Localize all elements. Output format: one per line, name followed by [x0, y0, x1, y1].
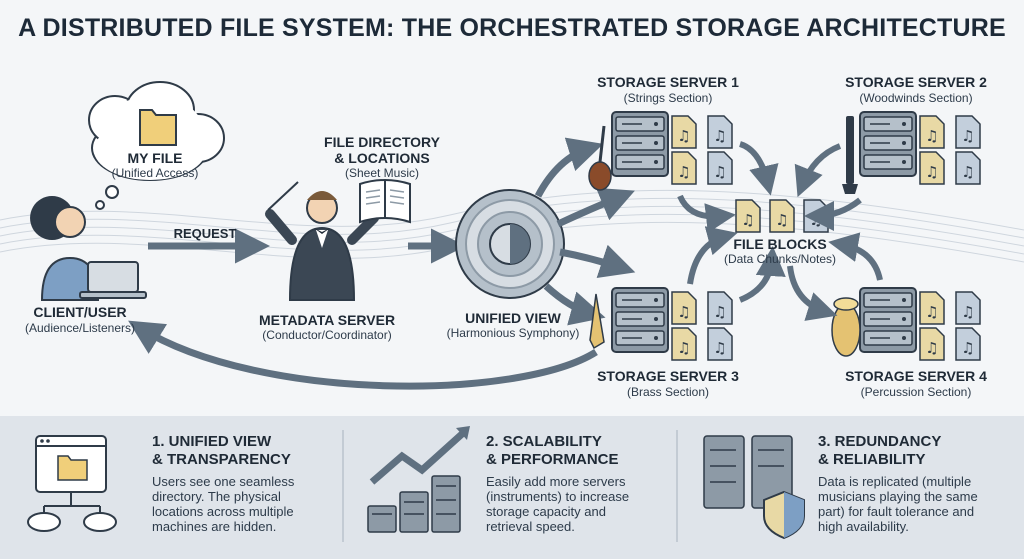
panel-2-title-line2: & PERFORMANCE: [486, 451, 619, 468]
arrow-to-server-1: [534, 137, 604, 198]
arrow-s3-blocks: [687, 226, 738, 285]
my-file-label: MY FILE: [127, 150, 183, 166]
panel-2-text-line4: retrieval speed.: [486, 519, 575, 534]
tuba-icon: [831, 297, 861, 357]
my-file-sub: (Unified Access): [111, 166, 199, 180]
arrow-to-server-3: [559, 244, 636, 278]
storage-server-1-label: STORAGE SERVER 1: [597, 74, 739, 90]
unified-view-label: UNIFIED VIEW: [465, 310, 561, 326]
panel-1-title-line2: & TRANSPARENCY: [152, 451, 291, 468]
clarinet-icon: [842, 116, 858, 194]
panel-3-text-line4: high availability.: [818, 519, 909, 534]
storage-server-3-label: STORAGE SERVER 3: [597, 368, 739, 384]
storage-server-1-icon: [611, 111, 733, 185]
arrow-s1-blocks-b: [738, 141, 779, 196]
sheet-music-book-icon: [359, 179, 411, 224]
unified-view-disk-icon: [455, 189, 565, 299]
panel-divider-2: [676, 430, 678, 542]
storage-server-2-icon: [859, 111, 981, 185]
storage-server-2-label: STORAGE SERVER 2: [845, 74, 987, 90]
growth-chart-servers-icon: [367, 426, 470, 533]
folder-icon: [139, 109, 177, 146]
directory-label-2: & LOCATIONS: [334, 150, 430, 166]
servers-shield-icon: [703, 435, 805, 540]
violin-icon: [588, 125, 612, 191]
arrow-s2-blocks: [794, 143, 842, 198]
panel-1-text-line1: Users see one seamless: [152, 474, 295, 489]
file-blocks-sub: (Data Chunks/Notes): [723, 252, 837, 266]
arrow-s4-blocks: [828, 232, 883, 281]
panel-3-text-line1: Data is replicated (multiple: [818, 474, 972, 489]
unified-view-sub: (Harmonious Symphony): [446, 326, 580, 340]
panel-3-text-line2: musicians playing the same: [818, 489, 978, 504]
arrow-blocks-s4: [787, 265, 838, 321]
conductor-icon: [265, 181, 379, 301]
arrow-s2-blocks-b: [804, 197, 862, 231]
file-blocks-icon: [735, 199, 829, 233]
panel-1-title-line1: 1. UNIFIED VIEW: [152, 433, 272, 450]
storage-server-1-sub: (Strings Section): [623, 91, 713, 105]
arrow-to-server-1b: [556, 187, 635, 228]
client-label: CLIENT/USER: [33, 304, 127, 320]
arrow-s3-blocks-b: [738, 246, 786, 303]
panel-2-text-line3: storage capacity and: [486, 504, 606, 519]
panel-1-text-line2: directory. The physical: [152, 489, 281, 504]
storage-server-3-icon: [611, 287, 733, 361]
storage-server-4-label: STORAGE SERVER 4: [845, 368, 987, 384]
client-sub: (Audience/Listeners): [24, 321, 136, 335]
storage-server-4-icon: [859, 287, 981, 361]
metadata-server-label: METADATA SERVER: [258, 312, 396, 328]
storage-server-4-sub: (Percussion Section): [860, 385, 972, 399]
page-title: A DISTRIBUTED FILE SYSTEM: THE ORCHESTRA…: [18, 14, 1006, 42]
file-blocks-label: FILE BLOCKS: [733, 236, 827, 252]
panel-1-text-line4: machines are hidden.: [152, 519, 277, 534]
client-user-icon: [30, 196, 147, 301]
return-arrow: [128, 320, 598, 390]
directory-label-1: FILE DIRECTORY: [324, 134, 440, 150]
trumpet-icon: [589, 293, 605, 350]
panel-2-text-line2: (instruments) to increase: [486, 489, 630, 504]
panel-3-text-line3: part) for fault tolerance and: [818, 504, 975, 519]
metadata-server-sub: (Conductor/Coordinator): [262, 328, 392, 342]
storage-server-2-sub: (Woodwinds Section): [859, 91, 973, 105]
arrow-s1-blocks: [677, 194, 736, 233]
arrow-to-server-3b: [543, 283, 606, 326]
panel-2-text-line1: Easily add more servers: [486, 474, 626, 489]
panel-2-title-line1: 2. SCALABILITY: [486, 433, 602, 450]
panel-3-title-line1: 3. REDUNDANCY: [818, 433, 942, 450]
panel-divider-1: [342, 430, 344, 542]
storage-server-3-sub: (Brass Section): [626, 385, 710, 399]
directory-sub: (Sheet Music): [344, 166, 420, 180]
request-label: REQUEST: [173, 226, 237, 241]
panel-1-text-line3: locations across multiple: [152, 504, 294, 519]
panel-3-title-line2: & RELIABILITY: [818, 451, 926, 468]
browser-folder-cloud-icon: [27, 435, 117, 532]
